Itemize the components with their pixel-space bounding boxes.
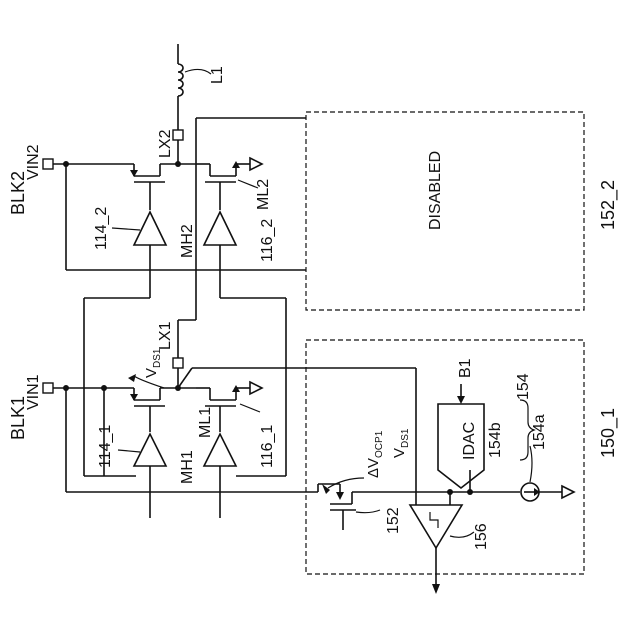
driver-116-2	[204, 212, 236, 245]
block-152-2	[306, 112, 584, 310]
label-114-2: 114_2	[93, 207, 110, 250]
comparator-156	[410, 505, 462, 548]
label-mh2: MH2	[179, 224, 196, 258]
label-b1: B1	[457, 358, 474, 378]
label-116-1: 116_1	[259, 425, 276, 468]
label-156: 156	[473, 523, 490, 550]
label-154: 154	[515, 373, 532, 400]
label-154a: 154a	[531, 414, 548, 450]
l1-leader	[185, 69, 211, 74]
label-vds1-main: VDS1	[143, 348, 163, 378]
label-ml1: ML1	[197, 407, 214, 438]
label-116-2: 116_2	[259, 219, 276, 262]
label-152: 152	[385, 507, 402, 534]
label-disabled: DISABLED	[427, 151, 444, 230]
label-blk2: BLK2	[8, 171, 28, 215]
driver-114-1	[134, 434, 166, 466]
ground-arrow	[562, 486, 574, 498]
pad-vin1	[43, 383, 53, 393]
ml1-output-arrow	[250, 382, 262, 394]
label-lx1: LX1	[157, 321, 174, 350]
label-ml2: ML2	[255, 179, 272, 210]
label-l1: L1	[209, 66, 226, 84]
pad-lx1	[173, 358, 183, 368]
label-154b: 154b	[487, 422, 504, 458]
label-lx2: LX2	[157, 129, 174, 158]
label-mh1: MH1	[179, 450, 196, 484]
ml2-output-arrow	[250, 158, 262, 170]
pad-lx2	[173, 130, 183, 140]
label-blk1: BLK1	[8, 396, 28, 440]
label-vds1-inner: VDS1	[391, 428, 411, 458]
driver-114-2	[134, 212, 166, 245]
label-114-1: 114_1	[97, 425, 114, 468]
label-152-2: 152_2	[598, 180, 619, 230]
pad-vin2	[43, 159, 53, 169]
label-idac: IDAC	[461, 422, 478, 460]
label-dvocp1: ΔVOCP1	[365, 430, 385, 478]
inductor-l1	[178, 44, 183, 130]
label-150-1: 150_1	[598, 408, 619, 458]
